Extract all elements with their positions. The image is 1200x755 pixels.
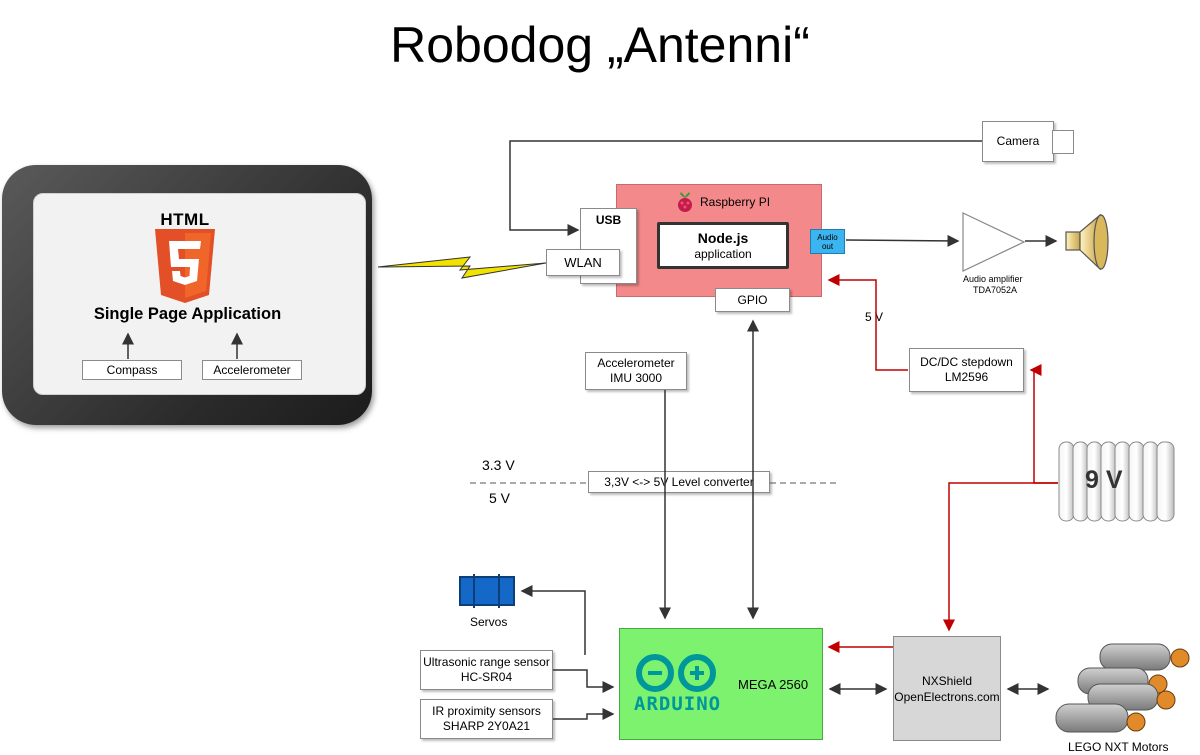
ir-wire — [553, 708, 615, 720]
nodejs-application-box: Node.js application — [657, 222, 789, 269]
amplifier-label-line2: TDA7052A — [973, 285, 1018, 295]
battery-label: 9 V — [1085, 466, 1123, 494]
nxshield-box: NXShield OpenElectrons.com — [893, 636, 1001, 741]
amplifier-label-line1: Audio amplifier — [963, 274, 1023, 284]
nxshield-line2: OpenElectrons.com — [894, 689, 1000, 704]
compass-box: Compass — [82, 360, 182, 380]
camera-lens — [1052, 130, 1074, 154]
nxshield-line1: NXShield — [921, 673, 973, 688]
stepdown-line1: DC/DC stepdown — [920, 355, 1013, 369]
five-volt-label: 5 V — [865, 310, 884, 324]
camera-box: Camera — [982, 121, 1054, 162]
html-label: HTML — [160, 210, 210, 229]
servos-icon — [459, 574, 515, 608]
ultrasonic-wire — [553, 669, 615, 693]
speaker-icon — [1065, 213, 1109, 271]
level-converter-box: 3,3V <-> 5V Level converter — [588, 471, 770, 493]
wlan-box: WLAN — [546, 249, 620, 276]
camera-wire — [509, 140, 982, 236]
battery-pack-icon — [1058, 441, 1175, 522]
ir-line2: SHARP 2Y0A21 — [442, 719, 531, 733]
application-label: application — [694, 247, 752, 261]
servo-wire — [520, 585, 586, 655]
gpio-box: GPIO — [715, 288, 790, 312]
raspberry-pi-label: Raspberry PI — [700, 195, 771, 209]
amplifier-triangle-icon — [962, 212, 1026, 272]
arduino-infinity-icon — [636, 654, 716, 692]
ultrasonic-line1: Ultrasonic range sensor — [423, 655, 550, 669]
arduino-board — [619, 628, 823, 740]
audio-out-line1: Audio — [817, 232, 838, 242]
diagram-title: Robodog „Antenni“ — [390, 17, 810, 73]
accelerometer-box: Accelerometer — [202, 360, 302, 380]
raspberry-icon — [678, 192, 692, 212]
audio-out-port: Audio out — [810, 229, 845, 254]
imu-line2: IMU 3000 — [609, 371, 663, 385]
stepdown-line2: LM2596 — [944, 370, 989, 384]
ir-sensor-box: IR proximity sensors SHARP 2Y0A21 — [420, 699, 553, 739]
arduino-brand: ARDUINO — [634, 693, 722, 715]
html5-shield-icon — [155, 229, 215, 303]
ultrasonic-sensor-box: Ultrasonic range sensor HC-SR04 — [420, 650, 553, 690]
voltage-3v3-label: 3.3 V — [482, 457, 515, 473]
imu-box: Accelerometer IMU 3000 — [585, 352, 687, 390]
lego-motors-icon — [1055, 643, 1190, 733]
dc-stepdown-box: DC/DC stepdown LM2596 — [909, 348, 1024, 392]
imu-line1: Accelerometer — [597, 356, 675, 370]
lego-motors-label: LEGO NXT Motors — [1068, 740, 1169, 754]
wireless-lightning-icon — [377, 256, 547, 279]
ultrasonic-line2: HC-SR04 — [460, 670, 513, 684]
five-volt-power-wire — [827, 274, 908, 371]
arduino-model: MEGA 2560 — [738, 677, 809, 692]
battery-nxshield-wire — [943, 482, 1058, 632]
audio-out-line2: out — [821, 241, 834, 251]
ir-line1: IR proximity sensors — [432, 704, 541, 718]
servos-label: Servos — [470, 615, 508, 629]
voltage-5v-label: 5 V — [489, 490, 511, 506]
audio-wire — [845, 234, 960, 247]
single-page-application-label: Single Page Application — [93, 305, 282, 323]
battery-stepdown-wire — [1029, 364, 1058, 484]
nodejs-label: Node.js — [697, 230, 749, 246]
